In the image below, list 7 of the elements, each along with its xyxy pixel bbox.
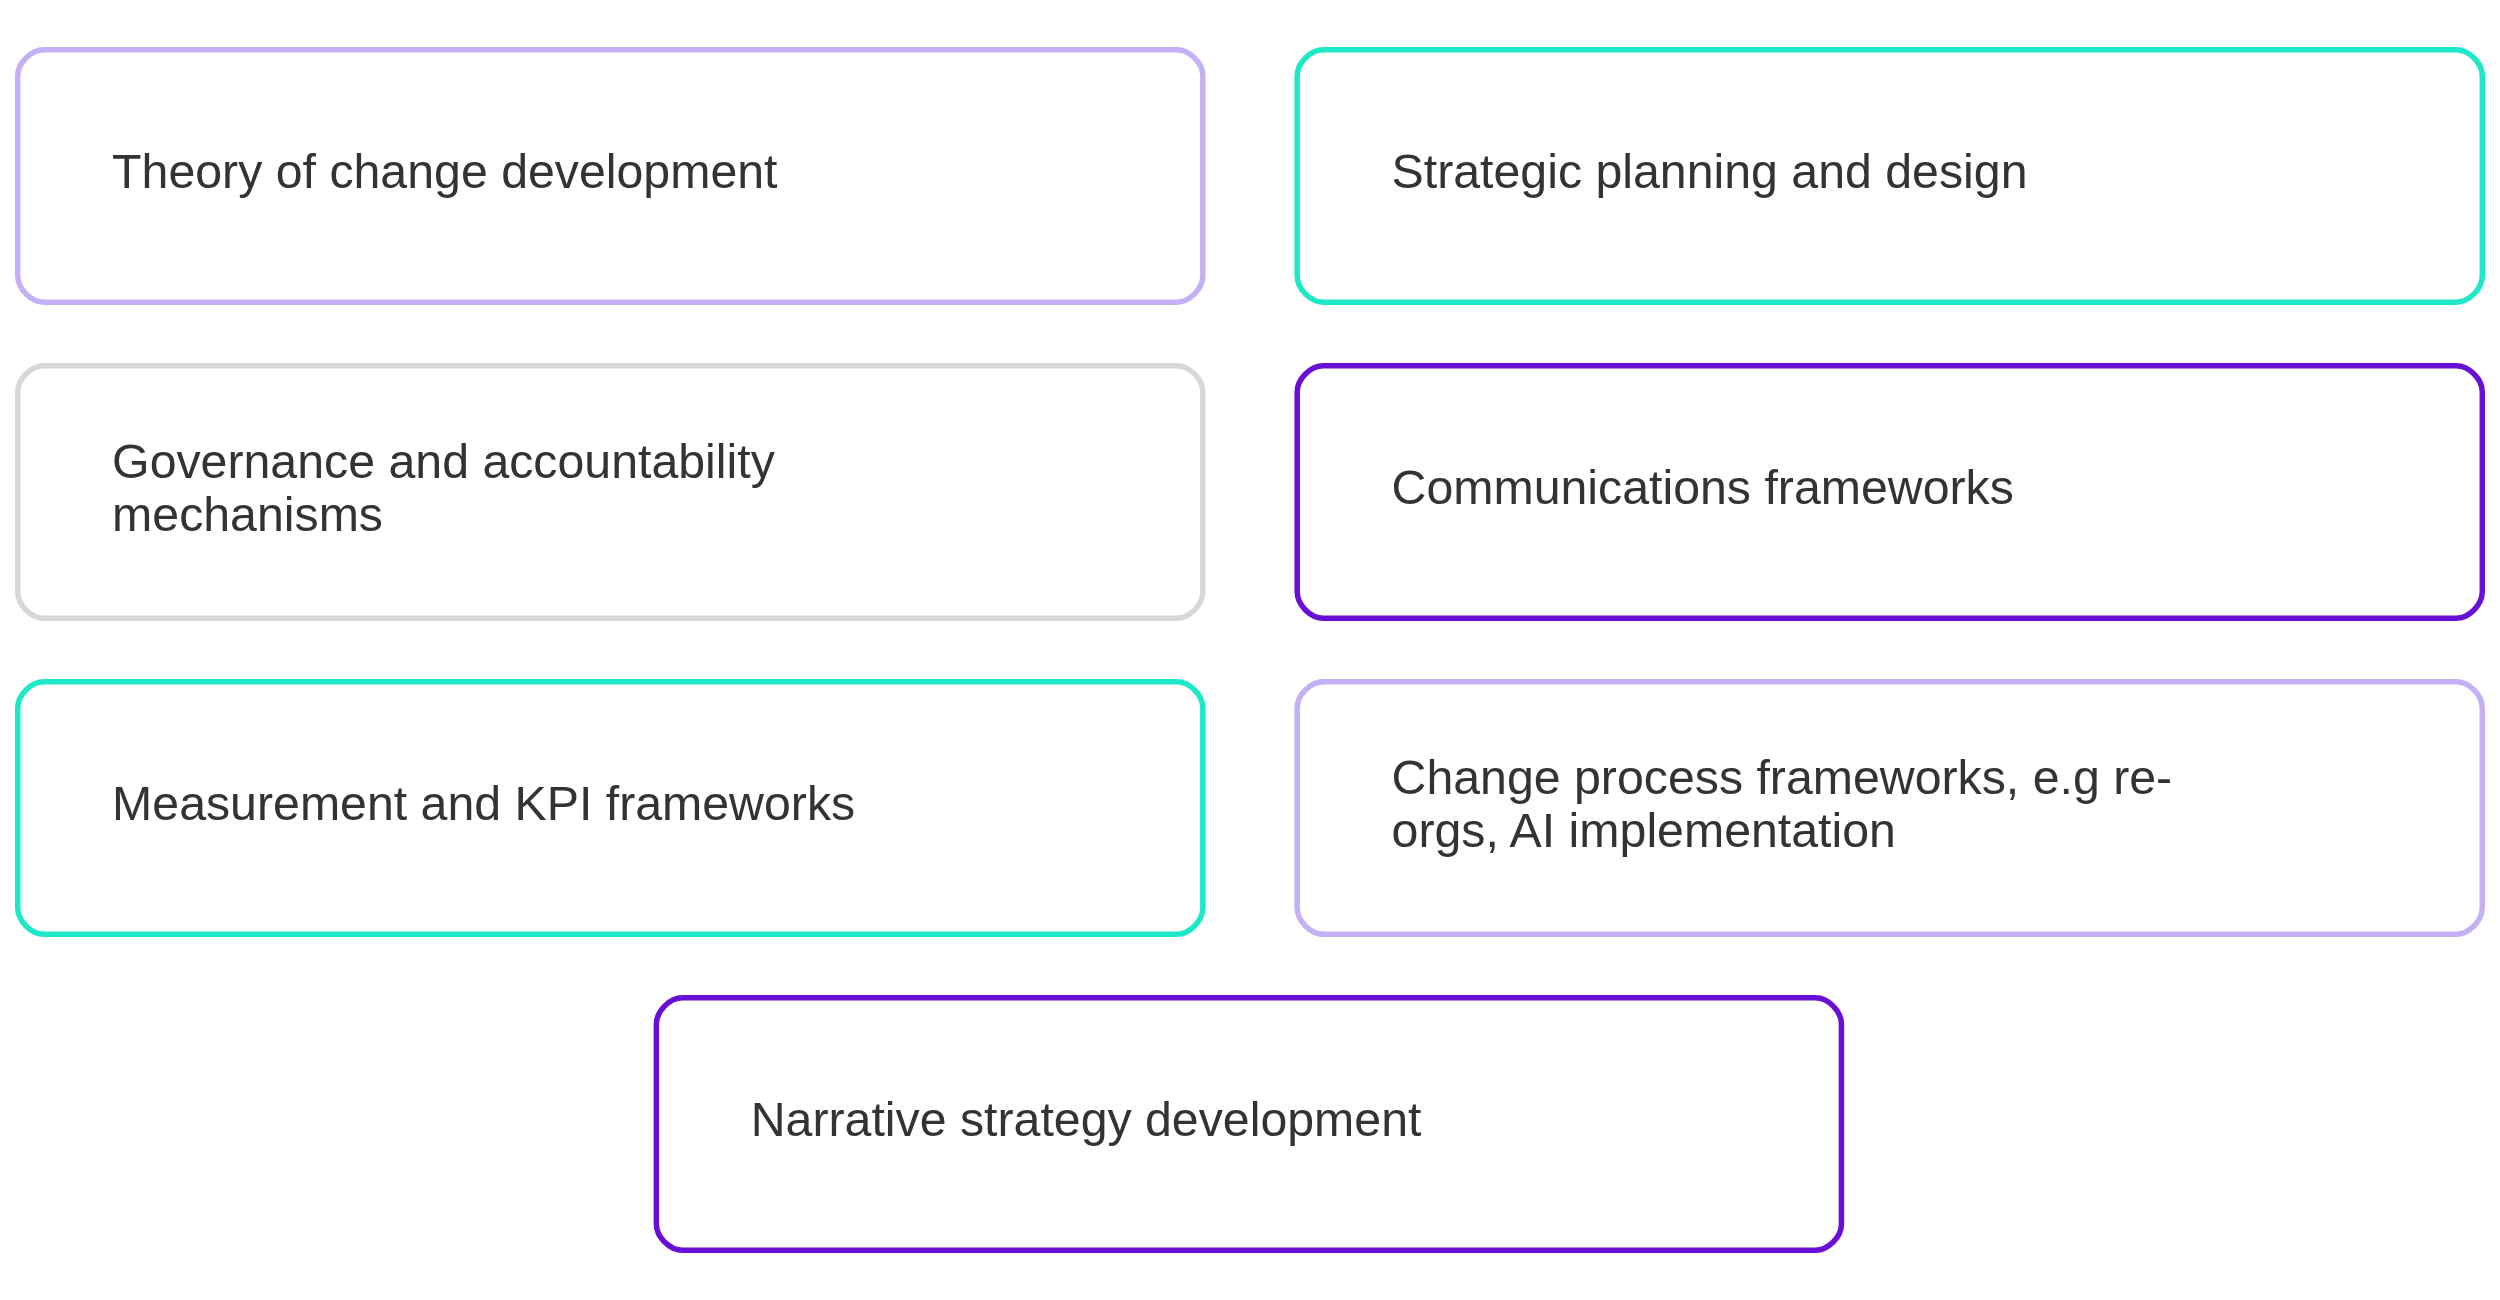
node-box: Governance and accountability mechanisms (15, 363, 1206, 621)
node-box: Measurement and KPI frameworks (15, 679, 1206, 937)
node-box: Strategic planning and design (1294, 47, 2485, 305)
node-box: Change process frameworks, e.g re-orgs, AI implementation (1294, 679, 2485, 937)
node-box: Theory of change development (15, 47, 1206, 305)
node-box: Narrative strategy development (653, 995, 1845, 1253)
node-box: Communications frameworks (1294, 363, 2485, 621)
